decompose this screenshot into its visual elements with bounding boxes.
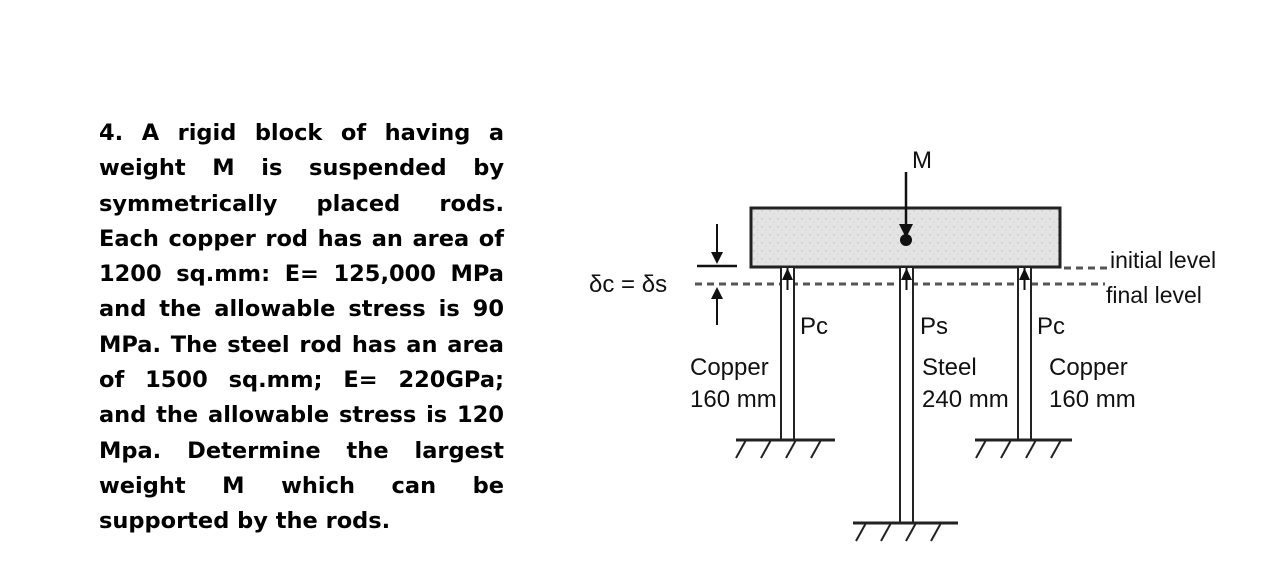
left-length-label: 160 mm [690, 386, 777, 413]
deflection-marker [697, 224, 737, 325]
load-arrow [899, 172, 913, 246]
left-copper-rod [735, 266, 835, 459]
right-force-label: Pc [1037, 313, 1065, 340]
center-length-label: 240 mm [922, 386, 1009, 413]
right-copper-rod [975, 266, 1072, 459]
left-force-label: Pc [800, 313, 828, 340]
right-material-label: Copper [1049, 354, 1128, 381]
left-material-label: Copper [690, 354, 769, 381]
final-level-label: final level [1106, 282, 1202, 308]
load-label: M [912, 147, 932, 174]
center-steel-rod [853, 266, 958, 542]
initial-level-label: initial level [1110, 247, 1216, 273]
center-force-label: Ps [920, 313, 948, 340]
center-material-label: Steel [922, 354, 977, 381]
right-length-label: 160 mm [1049, 386, 1136, 413]
problem-statement: 4. A rigid block of having a weight M is… [99, 120, 504, 535]
deflection-label: δc = δs [589, 271, 667, 298]
